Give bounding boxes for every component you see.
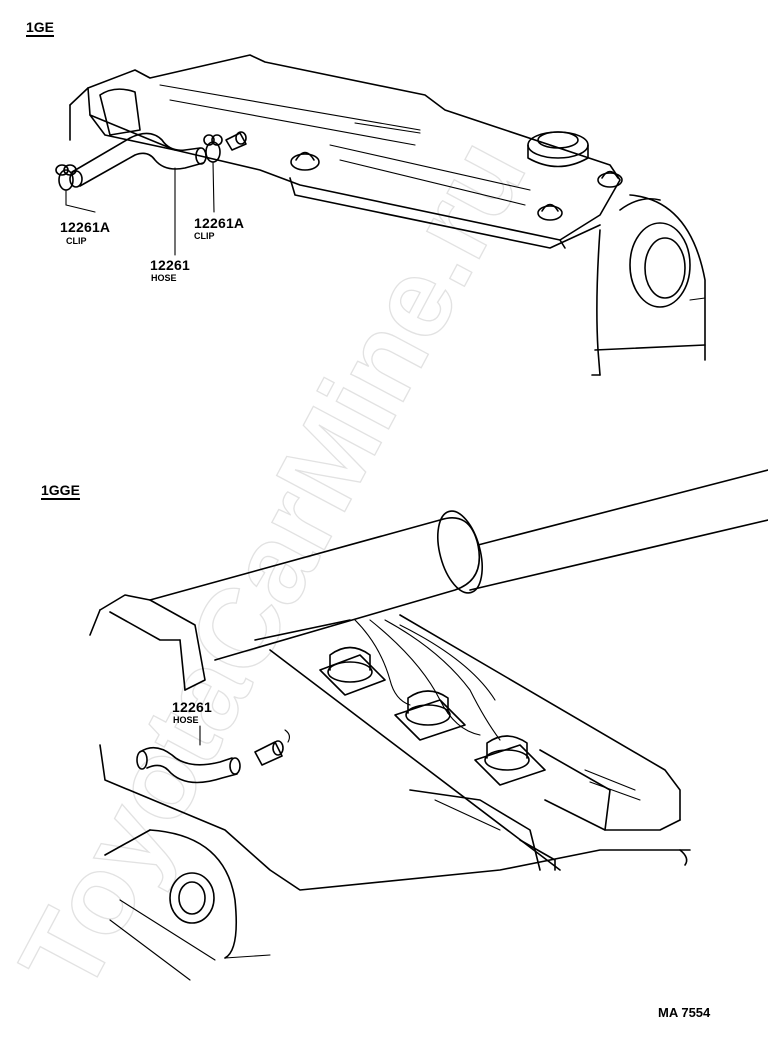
section-label-1ge: 1GE bbox=[26, 19, 55, 37]
part-name-hose-1gge: HOSE bbox=[173, 715, 199, 725]
part-number-clip-left: 12261A bbox=[60, 219, 111, 235]
part-name-hose-1ge: HOSE bbox=[151, 273, 177, 283]
section-label-1gge: 1GGE bbox=[41, 482, 80, 500]
part-number-hose-1ge: 12261 bbox=[150, 257, 190, 273]
1ge-pcv-union bbox=[225, 131, 247, 151]
1gge-intake-plenum bbox=[89, 469, 768, 981]
part-name-clip-right: CLIP bbox=[194, 231, 215, 241]
part-number-clip-right: 12261A bbox=[194, 215, 245, 231]
1gge-spark-plug-cap-1 bbox=[319, 646, 386, 696]
1ge-clip-right bbox=[203, 134, 223, 163]
1gge-spark-plug-cap-3 bbox=[474, 735, 546, 786]
part-number-hose-1gge: 12261 bbox=[172, 699, 212, 715]
part-name-clip-left: CLIP bbox=[66, 236, 87, 246]
1gge-hose bbox=[136, 746, 241, 784]
figure-code: MA 7554 bbox=[658, 1005, 711, 1020]
1gge-spark-plug-cap-2 bbox=[394, 690, 466, 741]
1ge-cylinder-head-cover bbox=[69, 54, 706, 376]
1gge-pcv-union bbox=[254, 729, 291, 766]
1ge-hose bbox=[69, 132, 207, 188]
